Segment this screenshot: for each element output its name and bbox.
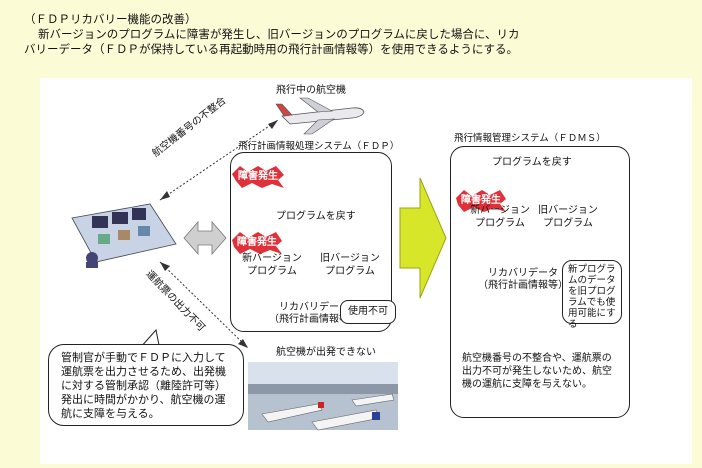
fdms-failure-stamp: 障害発生	[456, 190, 506, 212]
unusable-label: 使用不可	[348, 306, 388, 317]
link-line-airport	[159, 261, 249, 349]
link-arrow-head-3	[160, 262, 170, 271]
fdms-revert-label: プログラムを戻す	[492, 157, 572, 168]
intro-text: （ＦＤＰリカバリー機能の改善） 新バージョンのプログラムに障害が発生し、旧バージ…	[24, 12, 684, 57]
fdp-old-program-label: 旧バージョン プログラム	[320, 253, 380, 277]
transition-arrow	[399, 177, 447, 299]
usable-note-callout: 新プログラムのデータを旧プログラムでも使用可能にする	[562, 260, 622, 330]
link-arrow-head-4	[238, 339, 248, 348]
link-arrow-head-2	[268, 120, 278, 129]
fdp-title: 飛行計画情報処理システム（ＦＤＰ）	[238, 141, 400, 152]
fdp-failure-stamp-2: 障害発生	[232, 232, 282, 254]
fdms-title: 飛行情報管理システム（ＦＤＭＳ）	[454, 133, 606, 144]
fdp-revert-label: プログラムを戻す	[276, 211, 356, 222]
fdms-new-program-label: 新バージョン プログラム	[470, 205, 530, 229]
intro-heading: （ＦＤＰリカバリー機能の改善）	[24, 12, 197, 26]
fdms-old-program-label: 旧バージョン プログラム	[538, 205, 598, 229]
fdms-recovery-data-label: リカバリデータ （飛行計画情報等）	[478, 268, 568, 291]
aircraft-label: 飛行中の航空機	[276, 85, 346, 96]
fdp-recovery-data-label: リカバリデータ （飛行計画情報等）	[269, 302, 359, 325]
airport-scene-image	[248, 362, 398, 431]
fdms-failure-stamp-text: 障害発生	[461, 195, 501, 206]
fdp-new-program-label: 新バージョン プログラム	[242, 253, 302, 277]
link-arrow-head-1	[160, 191, 170, 200]
airport-label: 航空機が出発できない	[276, 347, 376, 358]
fdp-failure-stamp-text-1: 障害発生	[238, 171, 278, 182]
controller-note: 管制官が手動でＦＤＰに入力して運航票を出力させるため、出発機に対する管制承認（離…	[61, 351, 226, 420]
fdp-failure-stamp-text-2: 障害発生	[237, 237, 277, 248]
fdms-result-note: 航空機番号の不整合や、運航票の出力不可が発生しないため、航空機の運航に支障を与え…	[462, 353, 612, 390]
usable-note: 新プログラムのデータを旧プログラムでも使用可能にする	[568, 264, 616, 330]
unusable-callout: 使用不可	[340, 300, 396, 324]
intro-line-1: 新バージョンのプログラムに障害が発生し、旧バージョンのプログラムに戻した場合に、…	[38, 27, 520, 41]
controller-note-callout: 管制官が手動でＦＤＰに入力して運航票を出力させるため、出発機に対する管制承認（離…	[48, 344, 244, 426]
intro-line-2: バリーデータ（ＦＤＰが保持している再起動時用の飛行計画情報等）を使用できるように…	[24, 42, 519, 56]
fdp-failure-stamp-1: 障害発生	[232, 166, 284, 188]
airplane-icon	[275, 97, 365, 135]
control-console-icon	[71, 203, 177, 268]
double-arrow-icon	[183, 220, 227, 256]
